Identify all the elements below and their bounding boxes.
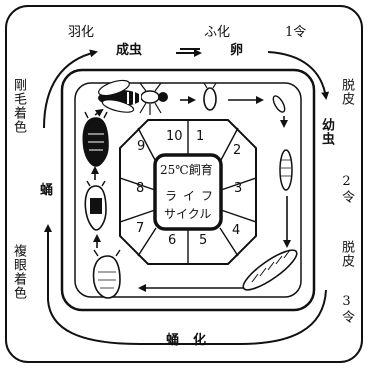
eclosion-label: 羽化 bbox=[68, 26, 94, 39]
pupation-label: 蛹化 bbox=[166, 334, 220, 347]
larva-icon-second bbox=[280, 150, 292, 190]
egg-icon bbox=[204, 83, 216, 110]
center-temperature-text: 25℃飼育 bbox=[160, 164, 213, 176]
larva-label: 幼虫 bbox=[320, 118, 333, 268]
larva-icon-first bbox=[271, 94, 287, 114]
day-9: 9 bbox=[137, 140, 145, 153]
arrow-pupa3-adult bbox=[95, 110, 102, 115]
center-life-text: ライフ bbox=[165, 190, 219, 202]
first-instar-label: 1令 bbox=[285, 26, 306, 39]
hatching-label: ふ化 bbox=[204, 26, 230, 39]
pupa-icon-late bbox=[83, 112, 108, 166]
molt-top-label: 脱皮 bbox=[340, 78, 353, 106]
pupa-label: 蛹 bbox=[40, 184, 53, 197]
adult-label: 成虫 bbox=[116, 44, 142, 57]
second-instar-label: 2令 bbox=[340, 174, 353, 204]
compound-eye-pigmentation-label: 複眼着色 bbox=[12, 244, 25, 300]
arrow-egg-to-larva bbox=[268, 52, 326, 98]
day-7: 7 bbox=[136, 222, 144, 235]
day-8: 8 bbox=[136, 182, 144, 195]
day-1: 1 bbox=[196, 130, 204, 143]
center-cycle-text: サイクル bbox=[164, 208, 211, 220]
day-10: 10 bbox=[166, 130, 183, 143]
arrow-larva-to-pupa bbox=[48, 226, 326, 344]
egg-label: 卵 bbox=[230, 44, 243, 57]
pupa-icon-mid bbox=[85, 181, 106, 230]
day-6: 6 bbox=[168, 234, 176, 247]
day-2: 2 bbox=[233, 144, 241, 157]
third-instar-label: 3令 bbox=[340, 294, 353, 324]
day-3: 3 bbox=[234, 182, 242, 195]
arrow-pupa-to-adult bbox=[44, 52, 96, 128]
bristle-pigmentation-label: 剛毛着色 bbox=[12, 78, 25, 134]
molt-right-label: 脱皮 bbox=[340, 240, 353, 268]
day-5: 5 bbox=[199, 234, 207, 247]
larva-icon-third bbox=[239, 244, 302, 295]
day-4: 4 bbox=[232, 224, 240, 237]
pupa-icon-early bbox=[94, 250, 120, 298]
